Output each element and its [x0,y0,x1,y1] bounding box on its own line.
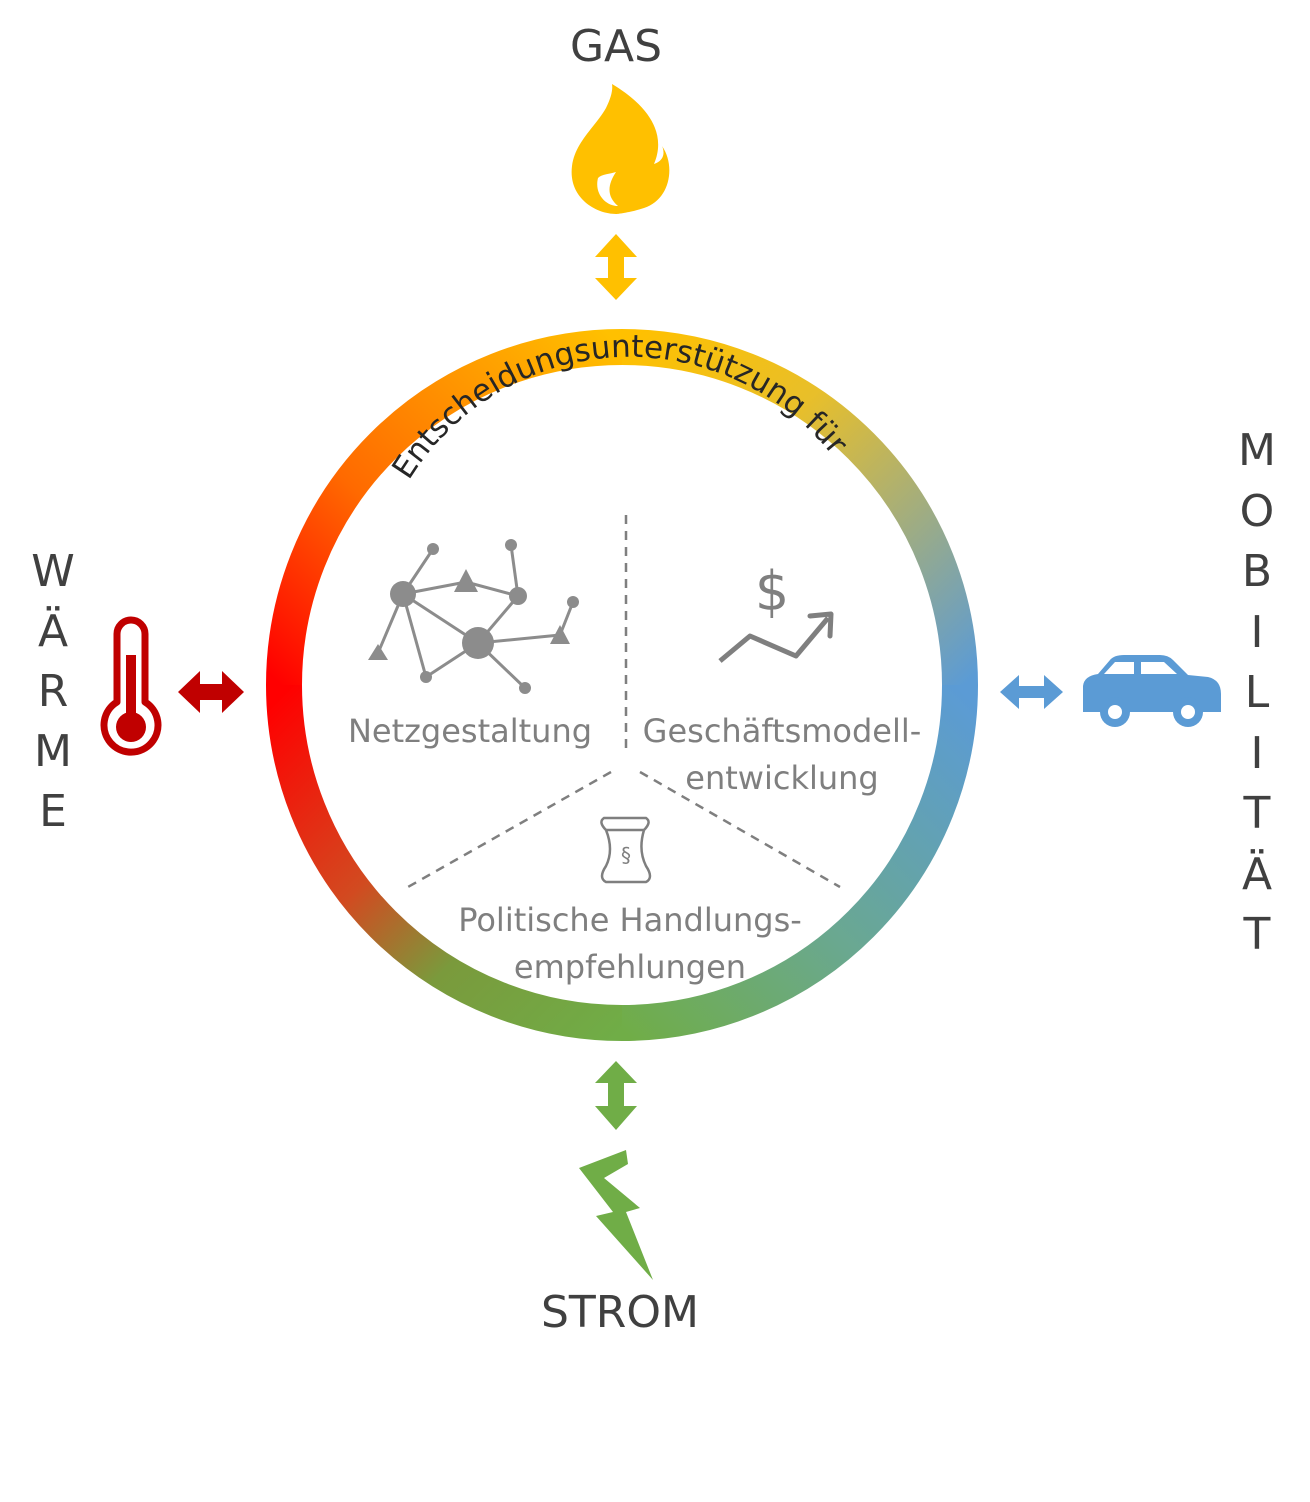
waerme-letter: M [34,726,72,777]
network-icon [368,539,579,694]
dollar-growth-icon: $ [718,560,834,663]
mobilitaet-letter: M [1238,425,1276,476]
flame-icon [571,84,670,214]
sector-ring [266,329,978,1041]
ring-arc-gas-mobilitaet [621,329,978,686]
label-politik-line1: Politische Handlungs- [458,901,802,939]
waerme-double-arrow [178,671,244,713]
mobilitaet-letter: L [1244,667,1270,718]
mobilitaet-letter: I [1250,606,1264,658]
mobilitaet-letter: I [1250,727,1264,779]
waerme-letter: R [37,666,69,717]
segment-dividers [407,515,841,889]
segment-labels: Netzgestaltung Geschäftsmodell- entwickl… [348,712,921,986]
mobilitaet-letter: B [1241,546,1273,597]
label-strom: STROM [541,1287,699,1338]
label-geschaeftsmodell-line2: entwicklung [685,759,878,797]
lightning-icon [579,1150,653,1280]
mobilitaet-letter: Ä [1241,848,1273,900]
mobilitaet-letter: O [1239,485,1275,537]
paragraph-sign: § [621,843,631,867]
divider-left [407,770,612,889]
dollar-sign: $ [755,560,789,623]
strom-double-arrow [595,1061,637,1130]
mobilitaet-letter: T [1243,909,1271,960]
label-politik-line2: empfehlungen [514,948,746,986]
label-gas: GAS [569,21,663,72]
waerme-letter: Ä [37,606,69,657]
gas-double-arrow [595,234,637,300]
paragraph-scroll-icon: § [600,816,652,884]
ring-arc-waerme-gas [266,329,623,686]
mobilitaet-double-arrow [1000,675,1063,709]
label-geschaeftsmodell-line1: Geschäftsmodell- [643,712,922,750]
waerme-letter: W [31,546,75,597]
ring-arc-mobilitaet-strom [621,684,978,1041]
ring-arc-strom-waerme [266,684,623,1041]
thermometer-icon [100,616,162,756]
divider-right [639,770,841,889]
car-icon [1083,655,1221,727]
mobilitaet-letter: T [1243,788,1271,839]
waerme-letter: E [39,786,67,837]
label-netzgestaltung: Netzgestaltung [348,712,592,750]
